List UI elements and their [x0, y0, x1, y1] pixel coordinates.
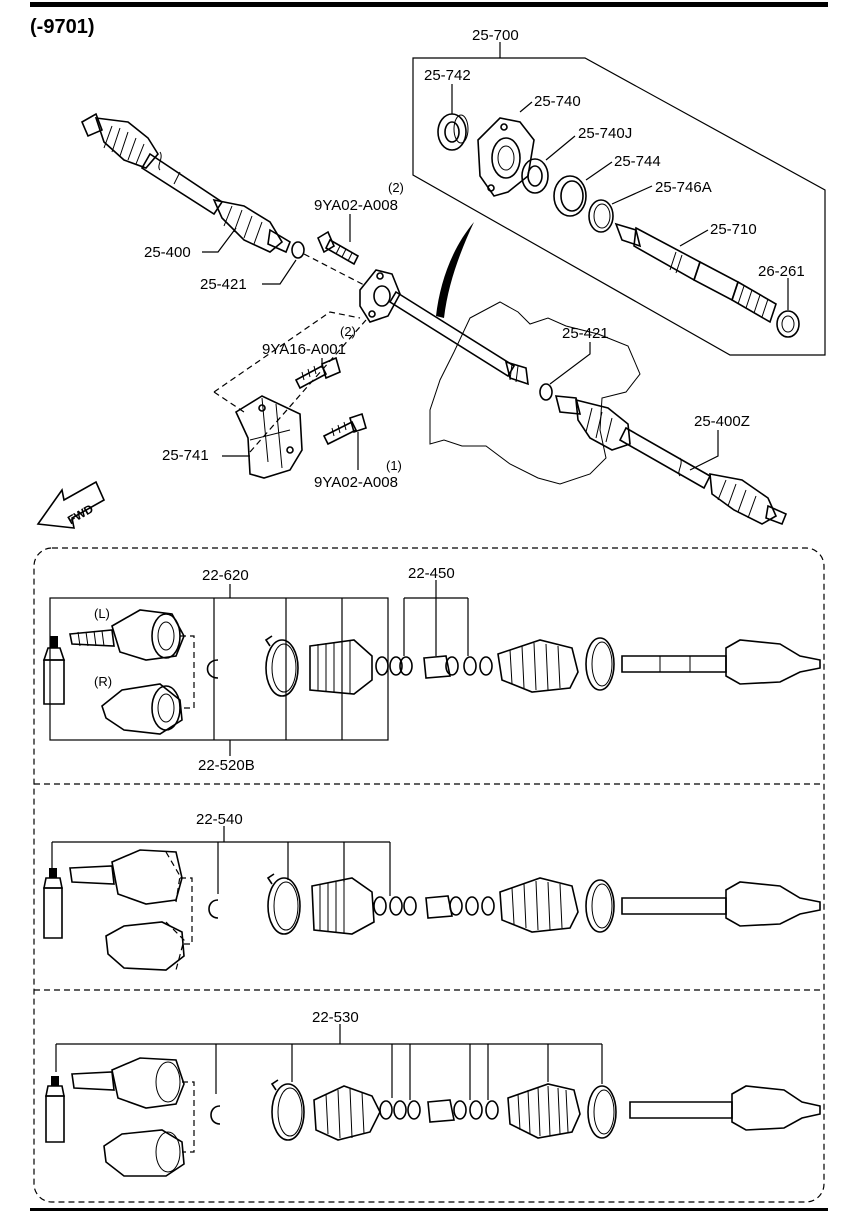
fwd-arrow-icon: FWD [36, 480, 106, 529]
label-side-l: (L) [94, 606, 110, 621]
kits-frame [33, 547, 825, 1203]
circlip-25-421-right [539, 383, 553, 401]
label-bolt-lower: 9YA02-A008 [314, 474, 398, 491]
bearing-25-740j [521, 158, 549, 194]
header-code: (-9701) [30, 16, 94, 38]
label-25-742: 25-742 [424, 67, 471, 84]
label-bolt-middle: 9YA16-A001 [262, 341, 346, 358]
label-25-700: 25-700 [472, 27, 519, 44]
kit-panel-2: 22-540 [43, 811, 821, 971]
label-22-540: 22-540 [196, 811, 243, 828]
bolt-upper [316, 230, 360, 266]
kit-panel-1-right-parts [497, 637, 821, 693]
label-25-400: 25-400 [144, 244, 191, 261]
direction-arrow-curve [436, 222, 474, 318]
label-22-620: 22-620 [202, 567, 249, 584]
intermediate-shaft-25-710 [614, 222, 777, 324]
bolt-lower [322, 412, 367, 446]
dashed-alignment-left [303, 253, 367, 287]
bearing-housing-25-740 [477, 117, 535, 197]
label-bolt-upper: 9YA02-A008 [314, 197, 398, 214]
top-border [30, 2, 828, 7]
clip-25-746a [588, 199, 614, 233]
label-25-744: 25-744 [614, 153, 661, 170]
label-25-741: 25-741 [162, 447, 209, 464]
label-side-r: (R) [94, 674, 112, 689]
transaxle-outline [429, 301, 641, 485]
dashed-alignment-bracket [213, 311, 361, 393]
label-25-421-right: 25-421 [562, 325, 609, 342]
ring-25-744 [553, 175, 587, 217]
label-25-710: 25-710 [710, 221, 757, 238]
kit-25-700-frame [412, 57, 826, 356]
label-25-400z: 25-400Z [694, 413, 750, 430]
label-25-740j: 25-740J [578, 125, 632, 142]
label-22-450: 22-450 [408, 565, 455, 582]
label-22-520b: 22-520B [198, 757, 255, 774]
seal-26-261 [776, 310, 800, 338]
kit-panel-3: 22-530 [45, 1009, 821, 1177]
dashed-alignment-bracket-2 [213, 391, 245, 413]
qty-bolt-middle: (2) [340, 324, 356, 339]
bottom-border [30, 1208, 828, 1211]
kit-22-450-group: 22-450 [399, 565, 493, 679]
qty-bolt-lower: (1) [386, 458, 402, 473]
dashed-alignment-bracket-3 [249, 319, 367, 453]
label-22-530: 22-530 [312, 1009, 359, 1026]
label-25-421-left: 25-421 [200, 276, 247, 293]
drive-shaft-25-400 [80, 112, 291, 254]
label-25-740: 25-740 [534, 93, 581, 110]
seal-25-742 [437, 113, 469, 151]
drive-shaft-25-400z [388, 290, 529, 386]
drive-shaft-right-assy [554, 395, 788, 526]
bracket-25-741 [234, 395, 303, 479]
label-25-746a: 25-746A [655, 179, 712, 196]
bolt-middle [294, 356, 341, 390]
label-26-261: 26-261 [758, 263, 805, 280]
kit-panel-1: 22-620 22-520B (L) (R) [42, 567, 403, 774]
qty-bolt-upper: (2) [388, 180, 404, 195]
circlip-25-421-left [291, 241, 305, 259]
